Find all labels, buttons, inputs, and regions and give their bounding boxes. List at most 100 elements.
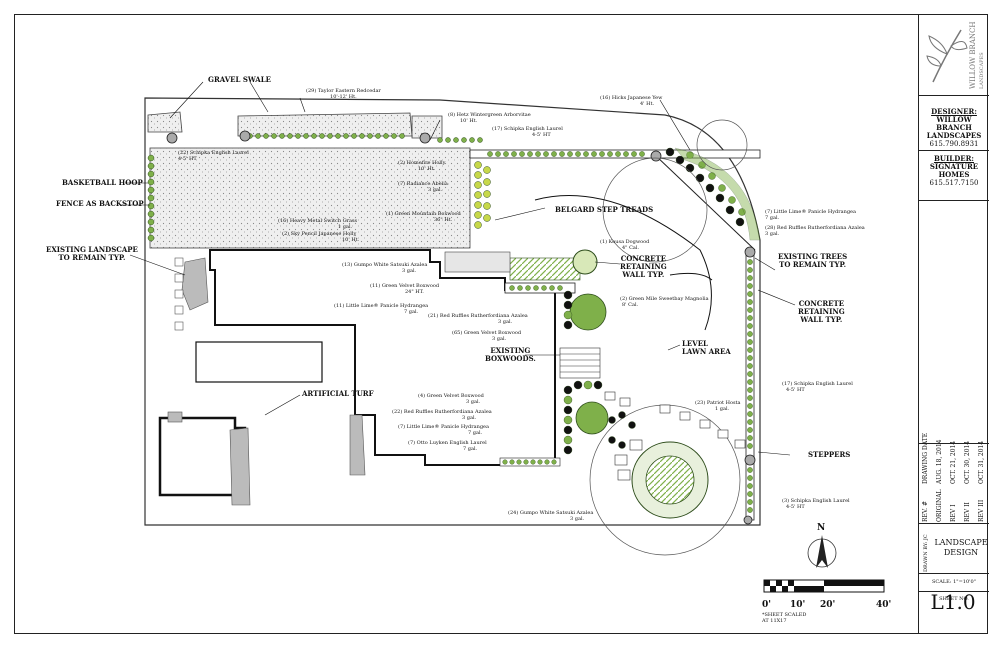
callout-gravel-swale: GRAVEL SWALE: [208, 75, 271, 84]
callout-concrete-wall-b: CONCRETE RETAINING WALL TYP.: [798, 299, 845, 324]
revision-row: REV III: [978, 499, 985, 522]
scale-tick: 40': [876, 600, 892, 610]
designer-name: WILLOW BRANCH LANDSCAPES: [926, 115, 982, 140]
existing-landscape-areas: [167, 257, 366, 506]
gravel-area: [149, 147, 471, 249]
walkway-hedge: [509, 285, 563, 291]
revision-table: REV. # DRAWING DATE ORIGINAL AUG. 18, 20…: [919, 433, 989, 524]
callout-belgard: BELGARD STEP TREADS: [555, 205, 654, 214]
logo-company-sub: LANDSCAPES: [979, 52, 985, 89]
revision-row: ORIGINAL: [936, 489, 943, 522]
gravel-swale-right: [411, 115, 443, 139]
steppers: [604, 391, 746, 481]
drawing-title: LANDSCAPE DESIGN: [934, 538, 988, 557]
drawing-frame: [14, 14, 988, 634]
designer-label: DESIGNER:: [931, 107, 977, 116]
callout-existing-landscape: EXISTING LANDSCAPE TO REMAIN TYP.: [46, 245, 138, 262]
round-patio: [645, 455, 695, 505]
drawing-title-cell: DRAWN BY: JC LANDSCAPE DESIGN: [919, 524, 989, 574]
scale-tick: 10': [790, 600, 806, 610]
sheet-no-label: SHEET NO.: [939, 596, 969, 602]
revision-row: REV. #: [922, 500, 929, 522]
kousa-dogwood: [572, 249, 598, 275]
blank-cell: [919, 201, 989, 444]
leader-lines: [120, 81, 796, 456]
builder-label: BUILDER:: [933, 154, 975, 163]
patio-strip: [444, 251, 511, 273]
garage: [158, 416, 247, 497]
wall-diagonal: [654, 154, 756, 251]
leaf-logo-icon: [926, 29, 968, 83]
swale-trees: [166, 130, 431, 144]
scale-bar-graphic: [763, 579, 885, 593]
pool: [195, 341, 323, 383]
designer-phone: 615.790.8931: [929, 140, 979, 148]
hedge-top: [247, 133, 483, 143]
title-block: WILLOW BRANCH LANDSCAPES DESIGNER: WILLO…: [918, 14, 989, 634]
builder-name: SIGNATURE HOMES: [929, 162, 979, 179]
property-line: [144, 97, 761, 526]
scale-cell: SCALE: 1"=10'0": [919, 574, 989, 592]
designer-cell: DESIGNER: WILLOW BRANCH LANDSCAPES 615.7…: [919, 96, 989, 151]
logo-company: WILLOW BRANCH: [969, 21, 977, 89]
wall-bottom: [499, 457, 561, 467]
revision-row: OCT. 30, 2014: [964, 440, 971, 484]
stair-shrubs: [563, 290, 636, 455]
callout-existing-boxwoods: EXISTING BOXWOODS.: [485, 346, 536, 363]
builder-phone: 615.517.7150: [929, 179, 979, 187]
logo-cell: WILLOW BRANCH LANDSCAPES: [919, 14, 989, 96]
stepping-pads: [174, 257, 184, 331]
curved-bed: [674, 147, 761, 241]
callout-steppers: STEPPERS: [808, 450, 851, 459]
hedge-wall-top: [487, 151, 645, 157]
north-arrow: [807, 535, 837, 568]
hedge-left: [147, 154, 155, 242]
scale-tick: 0': [762, 600, 772, 610]
sheet-number: L1.0: [930, 590, 976, 614]
walkway-wall: [504, 282, 576, 294]
callout-artificial-turf: ARTIFICIAL TURF: [302, 389, 374, 398]
callout-level-lawn: LEVEL LAWN AREA: [682, 339, 731, 356]
builder-cell: BUILDER: SIGNATURE HOMES 615.517.7150: [919, 151, 989, 201]
callout-basketball-hoop: BASKETBALL HOOP: [62, 178, 143, 187]
shrub-column: [474, 161, 491, 229]
scale-text: SCALE: 1"=10'0": [932, 579, 976, 585]
magnolia-1: [569, 293, 607, 331]
callout-fence-backstop: FENCE AS BACKSTOP: [56, 199, 144, 208]
house: [209, 249, 556, 466]
callout-existing-trees: EXISTING TREES TO REMAIN TYP.: [778, 252, 848, 269]
gravel-swale-left: [147, 111, 183, 133]
revision-row: OCT. 21, 2014: [950, 440, 957, 484]
callout-concrete-wall-a: CONCRETE RETAINING WALL TYP.: [620, 254, 667, 279]
scale-tick: 20': [820, 600, 836, 610]
stairs: [559, 347, 601, 379]
drawn-by: DRAWN BY: JC: [923, 534, 929, 572]
